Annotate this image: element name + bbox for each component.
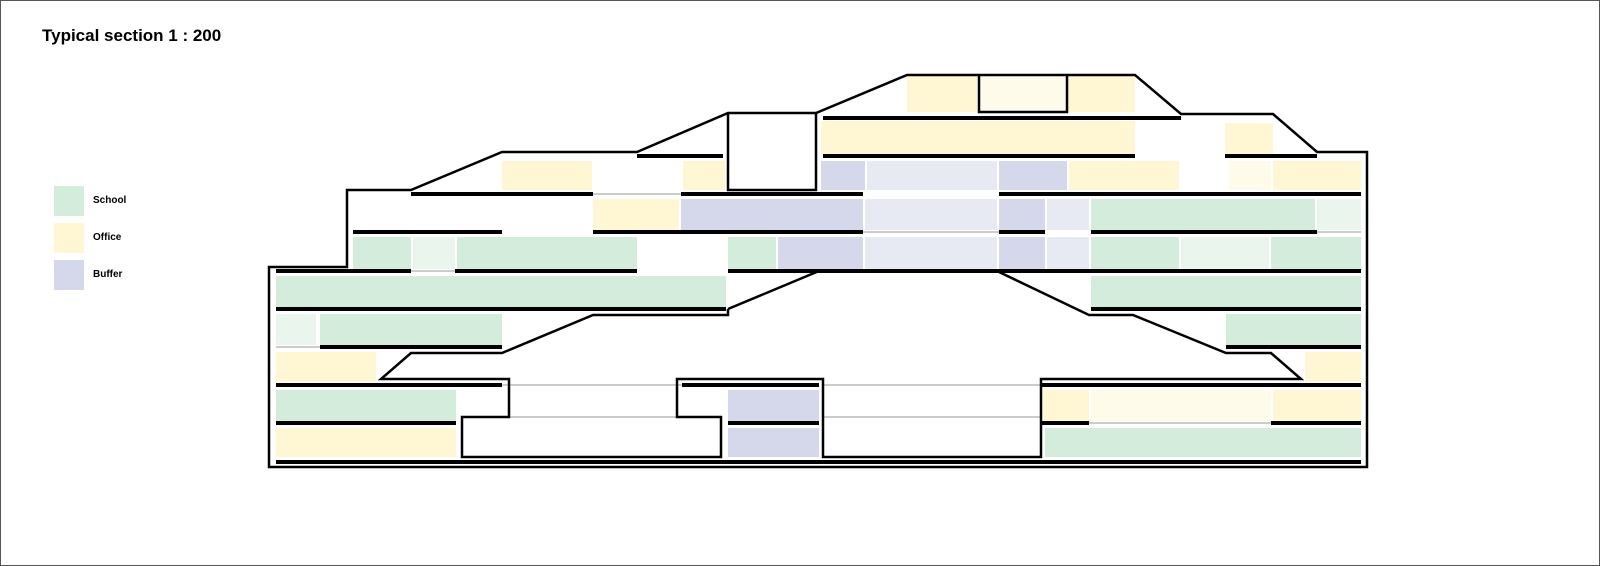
section-outlines	[267, 73, 1369, 469]
room-school-35	[1226, 314, 1361, 345]
room-office-0	[907, 75, 977, 112]
floor-slab-15	[1091, 307, 1361, 311]
room-school-light-19	[1317, 199, 1361, 230]
floor-slab-12	[455, 269, 637, 273]
floor-slab-25	[276, 460, 1361, 464]
floor-slab-16	[320, 345, 502, 349]
floor-slab-20	[1041, 383, 1361, 387]
floor-slab-19	[682, 383, 819, 387]
floor-slab-3	[1225, 154, 1317, 158]
room-buffer-light-27	[1047, 237, 1089, 269]
floor-slab-1	[637, 154, 723, 158]
room-school-45	[1045, 428, 1361, 457]
room-office-light-1	[979, 75, 1065, 112]
inner-outline-2	[377, 269, 1305, 459]
room-office-36	[276, 352, 376, 382]
floor-slab-23	[1041, 421, 1089, 425]
legend-swatch-buffer	[54, 260, 84, 290]
floor-slab-7	[353, 230, 502, 234]
room-school-28	[1091, 237, 1179, 269]
room-buffer-24	[778, 237, 863, 269]
legend-label-buffer: Buffer	[93, 269, 123, 280]
legend-swatch-office	[54, 223, 84, 253]
room-school-20	[353, 237, 411, 269]
floor-slab-5	[681, 192, 863, 196]
room-office-4	[1225, 123, 1273, 155]
room-buffer-26	[999, 237, 1045, 269]
room-office-10	[1069, 161, 1179, 190]
room-office-12	[1273, 161, 1361, 190]
room-office-3	[821, 121, 1135, 155]
floor-slab-6	[999, 192, 1361, 196]
legend-item-buffer: Buffer	[54, 260, 184, 290]
floor-slab-11	[276, 269, 411, 273]
room-buffer-light-8	[867, 161, 997, 190]
room-school-23	[728, 237, 776, 269]
room-school-30	[1271, 237, 1361, 269]
room-school-31	[276, 276, 726, 307]
legend-swatch-school	[54, 186, 84, 216]
floor-slab-10	[1091, 230, 1317, 234]
room-buffer-14	[681, 199, 863, 230]
floor-slab-18	[276, 383, 502, 387]
inner-outline-0	[726, 113, 818, 192]
room-school-38	[276, 390, 456, 421]
room-buffer-16	[999, 199, 1045, 230]
floor-slab-2	[823, 154, 1135, 158]
room-office-43	[276, 428, 456, 457]
legend-item-school: School	[54, 186, 184, 216]
room-buffer-light-15	[865, 199, 997, 230]
floor-slab-0	[823, 116, 1181, 120]
legend-item-office: Office	[54, 223, 184, 253]
room-school-22	[457, 237, 637, 269]
room-office-37	[1305, 352, 1361, 382]
floor-slab-4	[411, 192, 593, 196]
floor-slab-24	[1271, 421, 1361, 425]
room-school-18	[1091, 199, 1315, 230]
legend-label-school: School	[93, 195, 127, 206]
room-fills	[276, 75, 1361, 457]
drawing-title: Typical section 1 : 200	[42, 26, 222, 45]
room-buffer-light-25	[865, 237, 997, 269]
room-office-6	[683, 161, 725, 190]
room-school-light-21	[413, 237, 455, 269]
room-school-light-29	[1181, 237, 1269, 269]
room-office-40	[1043, 390, 1089, 421]
room-buffer-39	[728, 390, 819, 421]
room-school-32	[1091, 276, 1361, 307]
floor-slabs	[276, 116, 1361, 464]
legend-label-office: Office	[93, 232, 122, 243]
floor-slab-21	[276, 421, 456, 425]
floor-slab-22	[728, 421, 819, 425]
room-office-light-11	[1229, 161, 1271, 190]
room-office-5	[502, 161, 592, 190]
room-buffer-light-17	[1047, 199, 1089, 230]
floor-slab-13	[728, 269, 1361, 273]
room-office-light-41	[1091, 390, 1271, 421]
inner-outline-1	[977, 75, 1069, 114]
room-office-13	[593, 199, 679, 230]
room-school-light-33	[276, 314, 316, 345]
room-buffer-44	[728, 428, 819, 457]
room-office-42	[1273, 390, 1361, 421]
floor-slab-8	[593, 230, 863, 234]
floor-slab-17	[1226, 345, 1361, 349]
room-office-2	[1067, 75, 1135, 112]
floor-slab-9	[999, 230, 1045, 234]
room-buffer-9	[999, 161, 1067, 190]
room-school-34	[320, 314, 502, 345]
floor-slab-14	[276, 307, 726, 311]
room-buffer-7	[821, 161, 865, 190]
